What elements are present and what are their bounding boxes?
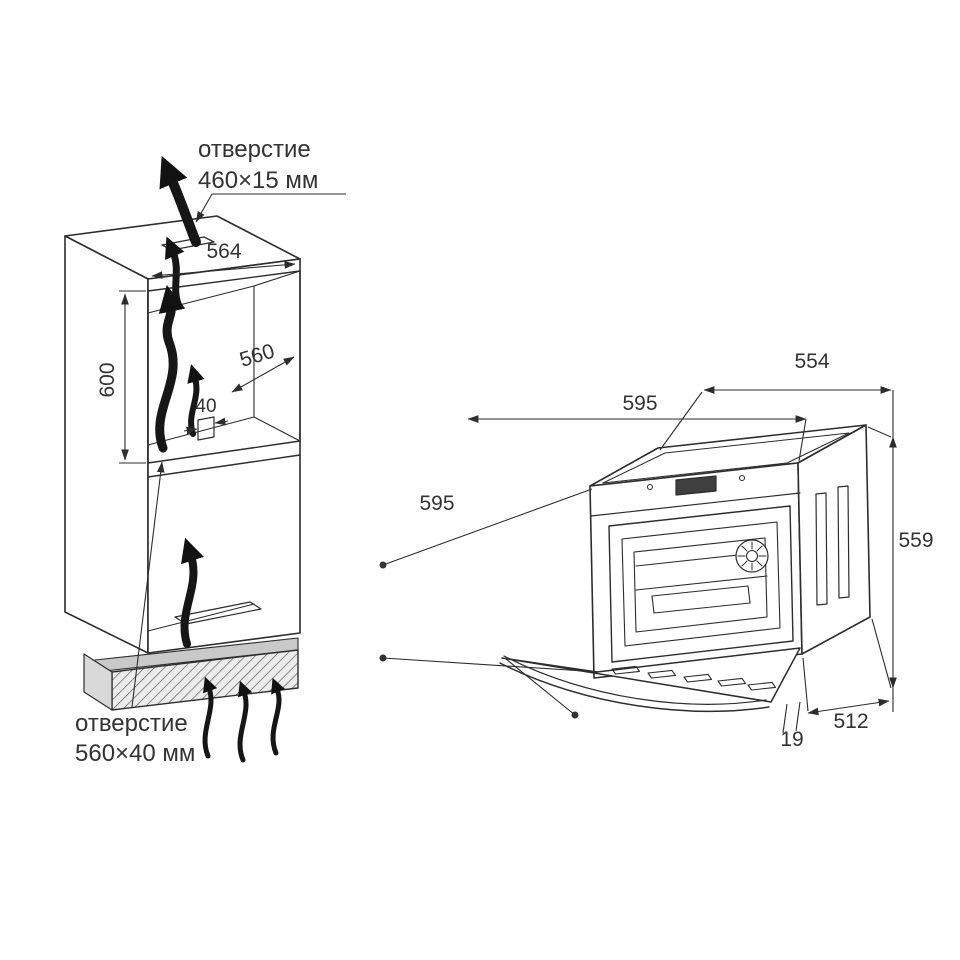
leader-dot-3	[571, 711, 579, 719]
dim-554-label: 554	[794, 350, 829, 373]
shelf-front-edge	[147, 454, 301, 478]
niche-arrow-upper	[164, 236, 185, 310]
dim-600-label: 600	[96, 362, 119, 397]
cabinet-left-face	[64, 235, 149, 654]
base-inflow-arrow-3	[270, 677, 286, 756]
airflow-arrows	[155, 155, 286, 763]
control-panel-bottom-edge	[590, 492, 801, 517]
dim-512-line	[807, 698, 890, 716]
door-frame-inner	[621, 521, 781, 647]
dim-560-line	[231, 356, 295, 393]
dim-19-tick-right	[795, 701, 801, 732]
fan-spokes	[737, 541, 767, 571]
top-opening-label-line1: отверстие	[198, 136, 311, 163]
exhaust-arrow-top	[159, 155, 201, 247]
oven-body	[499, 424, 871, 712]
cabinet-dimension-lines	[119, 193, 346, 708]
dim-19-tick-left	[782, 703, 788, 734]
dim-559-label: 559	[898, 529, 933, 552]
dim-40-arrow-right	[214, 417, 229, 426]
bottom-opening-callout-leader	[131, 461, 165, 708]
dim-19-label: 19	[780, 728, 803, 751]
oven-front-face	[589, 462, 803, 679]
rear-vent-duct	[197, 416, 215, 441]
leader-dot-2	[379, 654, 387, 662]
dim-554-ext-left	[659, 391, 703, 451]
fan-hub	[745, 549, 759, 563]
dim-559-ext-top	[867, 426, 892, 438]
niche-floor-edge	[253, 416, 301, 442]
dim-559-ext-bottom	[871, 618, 892, 689]
oven-door-open	[501, 647, 801, 703]
door-vent-slots	[611, 665, 777, 691]
dim-512-label: 512	[833, 710, 868, 733]
dim-595-leader-upper	[382, 488, 593, 566]
control-knob-right	[738, 474, 746, 482]
side-vent-slot-front	[815, 492, 828, 606]
cavity-rack-2	[635, 575, 768, 591]
dim-564-label: 564	[206, 240, 241, 263]
dim-595-left-label: 595	[419, 492, 454, 515]
oven-labels: 554 595 595 559 512 19	[419, 350, 933, 751]
side-vent-slot-rear	[837, 485, 850, 599]
plinth-left-side	[83, 653, 113, 711]
oven-dimension-lines	[382, 386, 897, 734]
oven-top-inset	[602, 432, 850, 484]
door-handle-inner	[503, 655, 767, 705]
oven-right-face	[797, 424, 871, 655]
dim-564-line	[151, 261, 296, 279]
dim-512-ext	[802, 657, 809, 712]
niche-arrow-main	[155, 284, 186, 453]
door-handle-outer	[499, 662, 770, 712]
bottom-opening-label-line1: отверстие	[75, 710, 188, 737]
leader-dot-1	[379, 561, 387, 569]
base-inflow-arrow-2	[237, 680, 253, 763]
dim-595-top-label: 595	[622, 392, 657, 415]
dim-595-top-ext	[798, 418, 807, 462]
top-opening-callout-leader	[195, 193, 346, 223]
cabinet-labels: отверстие 460×15 мм 564 560 600 40 отвер…	[75, 136, 318, 767]
control-panel-display	[675, 475, 717, 496]
dim-40-arrow-left	[183, 426, 198, 435]
leader-dots	[379, 561, 579, 719]
door-leader	[505, 658, 576, 716]
cavity-tray	[651, 585, 751, 614]
base-inflow-arrow-1	[202, 676, 218, 759]
lower-compartment-arrow	[180, 537, 204, 648]
cavity-opening	[633, 537, 768, 633]
door-frame-outer	[608, 505, 794, 663]
bottom-opening-label-line2: 560×40 мм	[75, 740, 195, 767]
dim-595-leader-lower	[382, 657, 600, 673]
dim-40-label: 40	[195, 396, 216, 417]
lower-compartment-back-edge	[147, 603, 255, 632]
control-knob-left	[646, 483, 654, 491]
top-opening-label-line2: 460×15 мм	[198, 167, 318, 194]
